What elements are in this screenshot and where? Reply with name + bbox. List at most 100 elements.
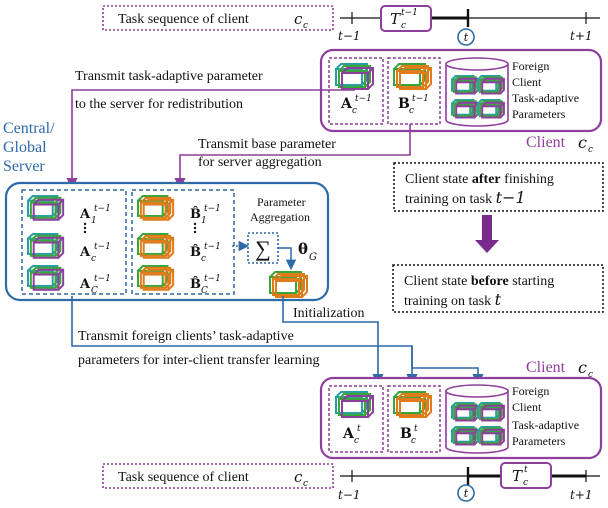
client-bottom-title-word: Client [526,359,566,376]
state-before-line2: training on task t [404,290,502,309]
server-B-icon [137,265,175,291]
client-top-foreign-line-2: Client [512,75,542,89]
state-after: Client state after finishing training on… [393,162,604,212]
state-after-line2: training on task t−1 [405,188,526,207]
state-after-line1: Client state after finishing [405,172,554,187]
server-A-sup: t−1 [94,242,111,252]
arrow-initialization [282,296,384,386]
state-before-line1: Client state before starting [404,274,554,289]
client-top-A-label: A [340,96,353,112]
client-top-B-label: B [398,96,410,112]
timeline-bottom-task-sup: t [524,465,528,475]
server-A-icon [27,195,65,221]
ellipsis-dot [83,222,87,226]
client-top-foreign-db [445,57,509,127]
server-A-group [21,189,127,295]
client-bottom-title-var: c [578,358,587,377]
client-top-B-icon [393,63,432,90]
client-top-foreign-line-3: Task-adaptive [512,91,579,105]
state-after-box [393,162,604,212]
timeline-top-task-sub: c [401,21,406,31]
client-bottom-B-sup: t [414,424,418,434]
timeline-bottom-client-sub: c [303,479,308,489]
server-label-3: Server [3,158,45,175]
timeline-top-label: Task sequence of client [118,12,249,27]
client-top-title-var: c [578,133,587,152]
server-A-label: A [79,245,91,260]
server-agg-line-2: Aggregation [250,210,310,224]
arrow-base-label-2: for server aggregation [198,155,322,170]
timeline-bottom-tick-right-label: t+1 [570,488,593,502]
client-bottom-title-sub: c [588,370,593,380]
client-bottom-foreign-line-4: Parameters [512,434,566,448]
timeline-top: Task sequence of client c c T c t−1 t−1 … [102,5,600,46]
timeline-bottom-label: Task sequence of client [118,470,249,485]
timeline-top-task-sup: t−1 [401,8,418,18]
client-top-B-sub: c [409,106,414,116]
ellipsis-dot [83,226,87,230]
timeline-bottom-marker-label: t [464,487,469,500]
server-A-label: A [79,277,91,292]
arrow-task-adaptive-label-2: to the server for redistribution [75,97,243,112]
server-label-1: Central/ [3,120,55,137]
server-A-sup: t−1 [94,274,111,284]
server-B-sup: t−1 [204,204,221,214]
server-B-sub: C [201,286,208,296]
ellipsis-dot [83,230,87,234]
client-bottom-A-label: A [342,426,355,442]
client-bottom-foreign-line-3: Task-adaptive [512,418,579,432]
sum-output-arrow [278,247,297,271]
ellipsis-dot [193,230,197,234]
client-top-foreign-line-1: Foreign [512,59,549,73]
arrow-task-adaptive-up [66,89,355,190]
server-A-label: A [79,207,91,222]
server-A-sup: t−1 [94,204,111,214]
timeline-bottom-task-box [500,462,552,489]
theta-label: θ [298,240,308,258]
timeline-top-marker-label: t [464,31,469,44]
arrow-base-param [174,124,411,190]
server-label-2: Global [3,139,47,156]
server-A-icon [27,265,65,291]
client-bottom-A-sub: c [354,436,359,446]
server-B-sub: c [201,254,206,264]
client-top-B-sup: t−1 [412,94,429,104]
state-before: Client state before starting training on… [392,264,604,313]
client-bottom-B-box [387,385,441,453]
timeline-top-client-sub: c [303,21,308,31]
client-bottom-A-icon [335,391,374,418]
arrow-task-adaptive-label-1: Transmit task-adaptive parameter [75,69,263,84]
client-top-A-box [328,57,384,125]
client-top-A-sup: t−1 [355,94,372,104]
client-bottom-A-sup: t [357,424,361,434]
client-top: A c t−1 B c t−1 Foreign Client Task-adap… [319,48,603,155]
client-bottom-foreign-line-2: Client [512,400,542,414]
timeline-bottom-task-var: T [512,467,523,485]
server-B-label: B̂ [190,276,201,292]
server-agg-line-1: Parameter [257,195,306,209]
server-B-icon [137,233,175,259]
timeline-top-task-box [380,5,432,32]
server-B-icon [137,195,175,221]
theta-sub: G [309,252,317,263]
ellipsis-dot [193,222,197,226]
client-top-B-box [387,57,441,125]
server-B-group [131,189,235,295]
server-B-sup: t−1 [204,274,221,284]
server-A-sub: c [91,254,96,264]
arrow-foreign-label-2: parameters for inter-client transfer lea… [78,353,320,368]
timeline-top-marker [457,28,475,46]
client-top-foreign-line-4: Parameters [512,107,566,121]
server-A-sub: 1 [91,216,97,226]
theta-icon [269,271,308,298]
state-transition-arrow [475,215,499,253]
ellipsis-dot [193,226,197,230]
timeline-top-label-box [102,5,334,31]
timeline-bottom-label-box [102,463,334,489]
client-bottom-A-box [328,385,384,453]
server-B-label: B̂ [190,206,201,222]
timeline-top-tick-right-label: t+1 [570,29,593,43]
server-A-sub: C [91,286,98,296]
